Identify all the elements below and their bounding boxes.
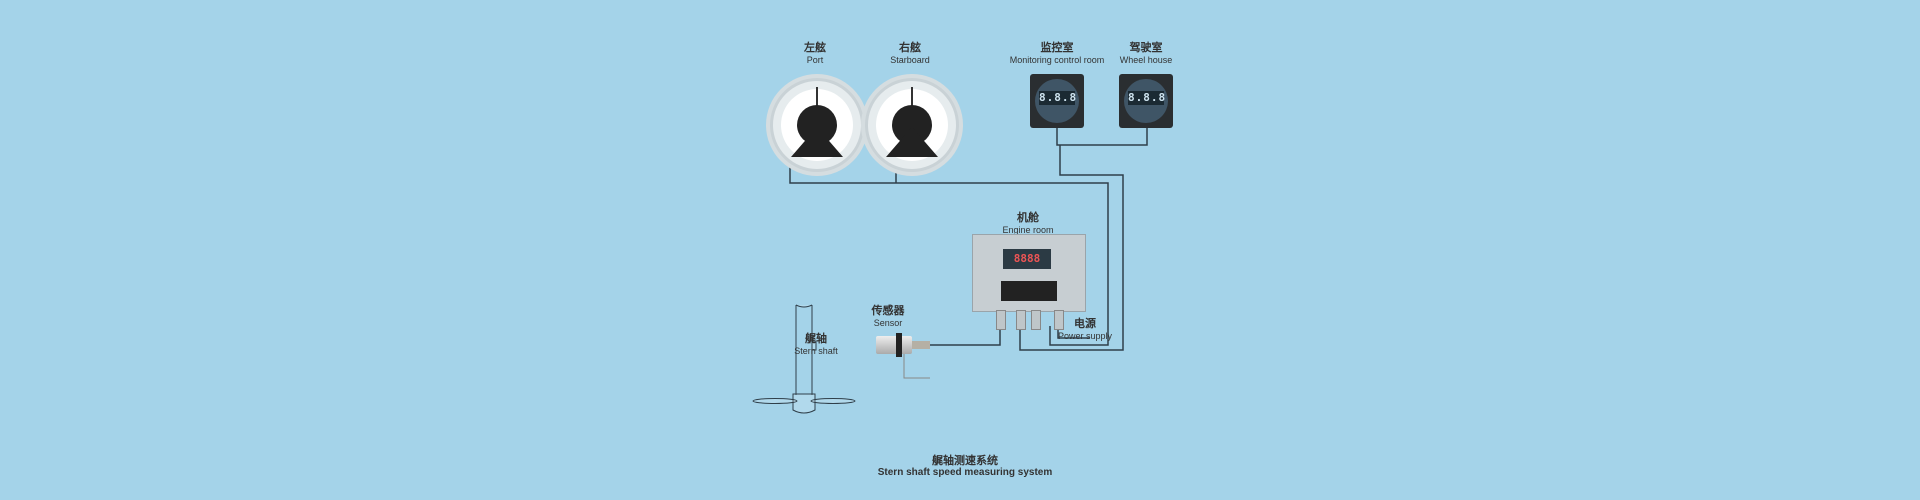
diagram-title-zh: 艉轴测速系统 <box>931 455 998 467</box>
diagram-title: 艉轴测速系统 Stern shaft speed measuring syste… <box>878 455 1053 479</box>
monitoring-label-zh: 监控室 <box>1040 42 1074 54</box>
diagram-title-en: Stern shaft speed measuring system <box>877 467 1053 478</box>
wheelhouse-digits: 8.8.8 <box>1128 91 1167 105</box>
monitoring-label: 监控室 Monitoring control room <box>1010 42 1105 66</box>
speed-sensor <box>876 333 930 357</box>
engine-digits: 8888 <box>1003 249 1051 269</box>
starboard-label: 右舷 Starboard <box>890 42 930 66</box>
port-label: 左舷 Port <box>804 42 826 66</box>
engine-label-en: Engine room <box>1002 225 1054 235</box>
wire-monitoring-wheelhouse <box>1056 128 1148 146</box>
power-label-en: Power supply <box>1057 331 1113 341</box>
shaft-label: 艉轴 Stern shaft <box>794 333 838 357</box>
port-gauge <box>770 78 864 172</box>
wheelhouse-label-en: Wheel house <box>1119 55 1173 65</box>
connector <box>996 310 1006 330</box>
sensor-label: 传感器 Sensor <box>872 305 905 329</box>
port-label-en: Port <box>806 55 824 65</box>
wheelhouse-label-zh: 驾驶室 <box>1129 42 1163 54</box>
sensor-label-zh: 传感器 <box>871 305 905 317</box>
nameplate <box>1001 281 1057 301</box>
connector <box>1054 310 1064 330</box>
engine-label: 机舱 Engine room <box>1002 212 1053 236</box>
monitoring-display-panel: 8.8.8 <box>1030 74 1084 128</box>
engine-room-unit: 8888 <box>972 234 1086 312</box>
wire-gauges-to-engine <box>789 162 1109 346</box>
monitoring-label-en: Monitoring control room <box>1009 55 1105 65</box>
power-label-zh: 电源 <box>1074 318 1096 330</box>
stern-shaft-drawing <box>752 304 856 414</box>
connector <box>1016 310 1026 330</box>
shaft-label-en: Stern shaft <box>794 346 838 356</box>
port-label-zh: 左舷 <box>804 42 826 54</box>
wire-monitoring-to-engine <box>1019 145 1124 351</box>
wheelhouse-display-panel: 8.8.8 <box>1119 74 1173 128</box>
wire-power-supply <box>1057 326 1090 339</box>
starboard-label-en: Starboard <box>890 55 930 65</box>
sensor-label-en: Sensor <box>873 318 903 328</box>
engine-label-zh: 机舱 <box>1017 212 1039 224</box>
shaft-label-zh: 艉轴 <box>805 333 827 345</box>
starboard-gauge <box>865 78 959 172</box>
power-label: 电源 Power supply <box>1058 318 1112 342</box>
starboard-label-zh: 右舷 <box>899 42 921 54</box>
wheelhouse-label: 驾驶室 Wheel house <box>1120 42 1173 66</box>
wire-sensor-to-engine <box>930 326 1001 346</box>
sensor-bracket <box>903 354 930 379</box>
monitoring-digits: 8.8.8 <box>1039 91 1078 105</box>
connector <box>1031 310 1041 330</box>
